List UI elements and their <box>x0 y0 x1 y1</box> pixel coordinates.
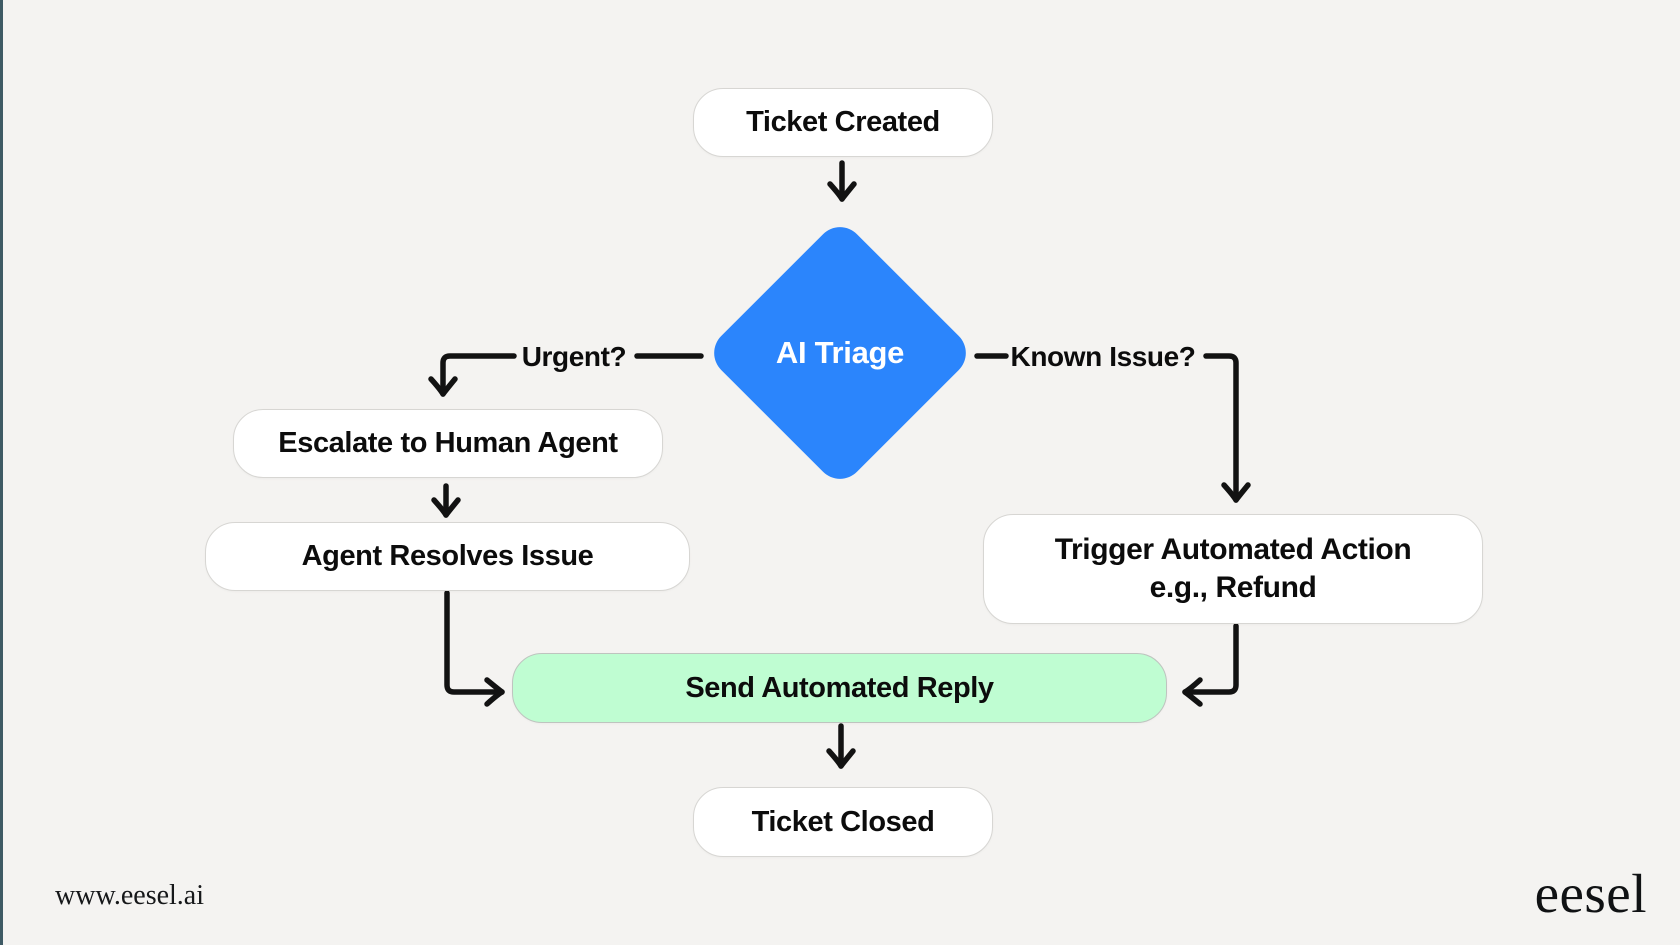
arrow-urgent-to-escalate <box>428 353 517 397</box>
arrow-known-to-trigger <box>1203 353 1251 503</box>
node-ai-triage-label: AI Triage <box>775 335 905 370</box>
node-agent-resolves-label: Agent Resolves Issue <box>301 540 594 572</box>
node-ticket-created-label: Ticket Created <box>746 106 940 138</box>
node-send-reply-label: Send Automated Reply <box>685 671 994 704</box>
node-agent-resolves: Agent Resolves Issue <box>205 522 690 591</box>
node-ticket-closed: Ticket Closed <box>693 787 993 857</box>
node-ticket-created: Ticket Created <box>693 88 993 157</box>
node-trigger-automated-action: Trigger Automated Action e.g., Refund <box>983 514 1483 624</box>
edge-label-known-issue: Known Issue? <box>1010 341 1196 372</box>
footer-website-url: www.eesel.ai <box>55 880 205 911</box>
node-escalate-to-human: Escalate to Human Agent <box>233 409 663 478</box>
node-ticket-closed-label: Ticket Closed <box>751 805 935 838</box>
node-ai-triage-decision: AI Triage <box>704 217 976 489</box>
arrow-trigger-to-send <box>1182 623 1239 707</box>
node-escalate-label: Escalate to Human Agent <box>278 427 618 459</box>
node-trigger-line2: e.g., Refund <box>1149 571 1317 604</box>
left-edge-strip <box>0 0 3 945</box>
node-send-automated-reply: Send Automated Reply <box>512 653 1167 723</box>
node-trigger-line1: Trigger Automated Action <box>1054 533 1412 566</box>
eesel-logo: eesel <box>1534 863 1647 924</box>
arrow-agent-to-send <box>444 590 505 707</box>
edge-label-urgent: Urgent? <box>521 341 627 372</box>
